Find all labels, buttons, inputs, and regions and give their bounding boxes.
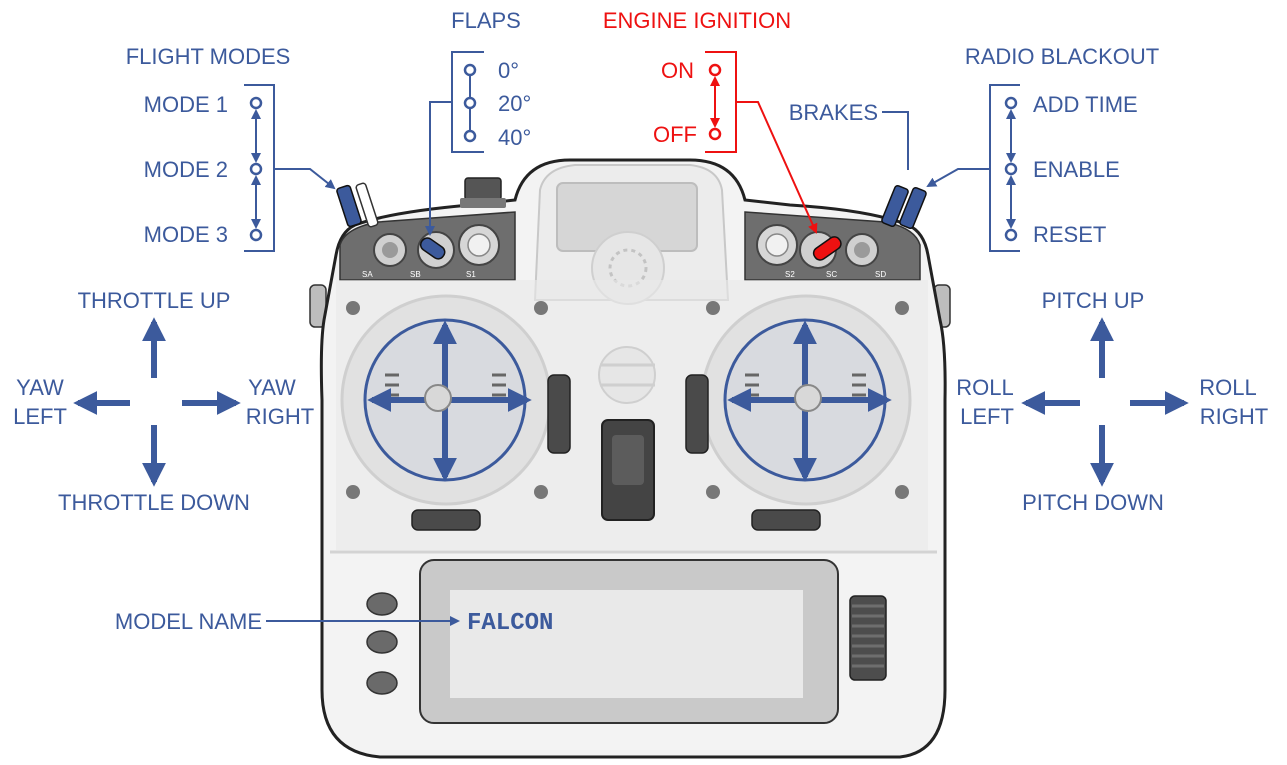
radio-blackout-group: RADIO BLACKOUT ADD TIME ENABLE RESET <box>926 44 1159 252</box>
flaps-40-label: 40° <box>498 125 531 150</box>
ignition-off-position <box>708 127 722 141</box>
reset-position <box>1004 228 1018 242</box>
flight-mode-1-label: MODE 1 <box>144 92 228 117</box>
right-stick-legend: PITCH UP PITCH DOWN ROLL LEFT ROLL RIGHT <box>956 288 1268 515</box>
flaps-20-position <box>463 96 477 110</box>
model-name-label: MODEL NAME <box>115 609 262 634</box>
ignition-leader <box>736 101 818 234</box>
flaps-title: FLAPS <box>451 8 521 33</box>
engine-ignition-group: ENGINE IGNITION ON OFF <box>603 8 818 234</box>
flight-mode-3-label: MODE 3 <box>144 222 228 247</box>
flaps-switch[interactable] <box>418 236 447 262</box>
flight-modes-leader <box>274 168 336 190</box>
flaps-40-position <box>463 129 477 143</box>
model-name-group: MODEL NAME FALCON <box>115 609 554 637</box>
reset-label: RESET <box>1033 222 1106 247</box>
switch-label-sc: SC <box>826 270 837 279</box>
enable-position <box>1004 162 1018 176</box>
mode-1-position <box>249 96 263 110</box>
flight-mode-2-label: MODE 2 <box>144 157 228 182</box>
yaw-right-label-line2: RIGHT <box>246 404 314 429</box>
add-time-position <box>1004 96 1018 110</box>
roll-left-label-line2: LEFT <box>960 404 1014 429</box>
ignition-switch[interactable] <box>811 234 843 262</box>
lcd-screen <box>419 559 839 724</box>
mode-3-position <box>249 228 263 242</box>
flaps-leader <box>425 101 452 236</box>
brakes-label: BRAKES <box>789 100 878 125</box>
switch-label-sd: SD <box>875 270 886 279</box>
left-stick[interactable] <box>363 318 532 482</box>
flaps-20-label: 20° <box>498 91 531 116</box>
throttle-up-label: THROTTLE UP <box>78 288 231 313</box>
pitch-up-label: PITCH UP <box>1042 288 1145 313</box>
radio-blackout-title: RADIO BLACKOUT <box>965 44 1159 69</box>
flight-modes-title: FLIGHT MODES <box>126 44 291 69</box>
flaps-group: FLAPS 0° 20° 40° <box>425 8 531 236</box>
brakes-group: BRAKES <box>789 100 909 170</box>
flight-mode-lever[interactable] <box>336 182 379 228</box>
switch-label-sb: SB <box>410 270 421 279</box>
switch-label-s2: S2 <box>785 270 795 279</box>
right-stick[interactable] <box>723 318 892 482</box>
ignition-off-label: OFF <box>653 122 697 147</box>
switch-panel-labels: SA SB S1 S2 SC SD <box>362 270 886 279</box>
flight-modes-group: FLIGHT MODES MODE 1 MODE 2 MODE 3 <box>126 44 336 252</box>
model-name-value: FALCON <box>467 610 553 637</box>
throttle-down-label: THROTTLE DOWN <box>58 490 250 515</box>
brakes-leader <box>882 111 909 170</box>
flaps-0-label: 0° <box>498 58 519 83</box>
radio-blackout-leader <box>926 168 990 187</box>
left-stick-legend: THROTTLE UP THROTTLE DOWN YAW LEFT YAW R… <box>13 288 314 515</box>
roll-right-label-line2: RIGHT <box>1200 404 1268 429</box>
switch-label-sa: SA <box>362 270 373 279</box>
flaps-0-position <box>463 63 477 77</box>
enable-label: ENABLE <box>1033 157 1120 182</box>
switch-label-s1: S1 <box>466 270 476 279</box>
add-time-label: ADD TIME <box>1033 92 1138 117</box>
yaw-right-label-line1: YAW <box>248 375 296 400</box>
yaw-left-label-line2: LEFT <box>13 404 67 429</box>
engine-ignition-title: ENGINE IGNITION <box>603 8 791 33</box>
ignition-on-position <box>708 63 722 77</box>
radio-blackout-lever[interactable] <box>881 184 927 230</box>
yaw-left-label-line1: YAW <box>16 375 64 400</box>
roll-right-label-line1: ROLL <box>1199 375 1256 400</box>
pitch-down-label: PITCH DOWN <box>1022 490 1164 515</box>
ignition-on-label: ON <box>661 58 694 83</box>
roll-left-label-line1: ROLL <box>956 375 1013 400</box>
mode-2-position <box>249 162 263 176</box>
